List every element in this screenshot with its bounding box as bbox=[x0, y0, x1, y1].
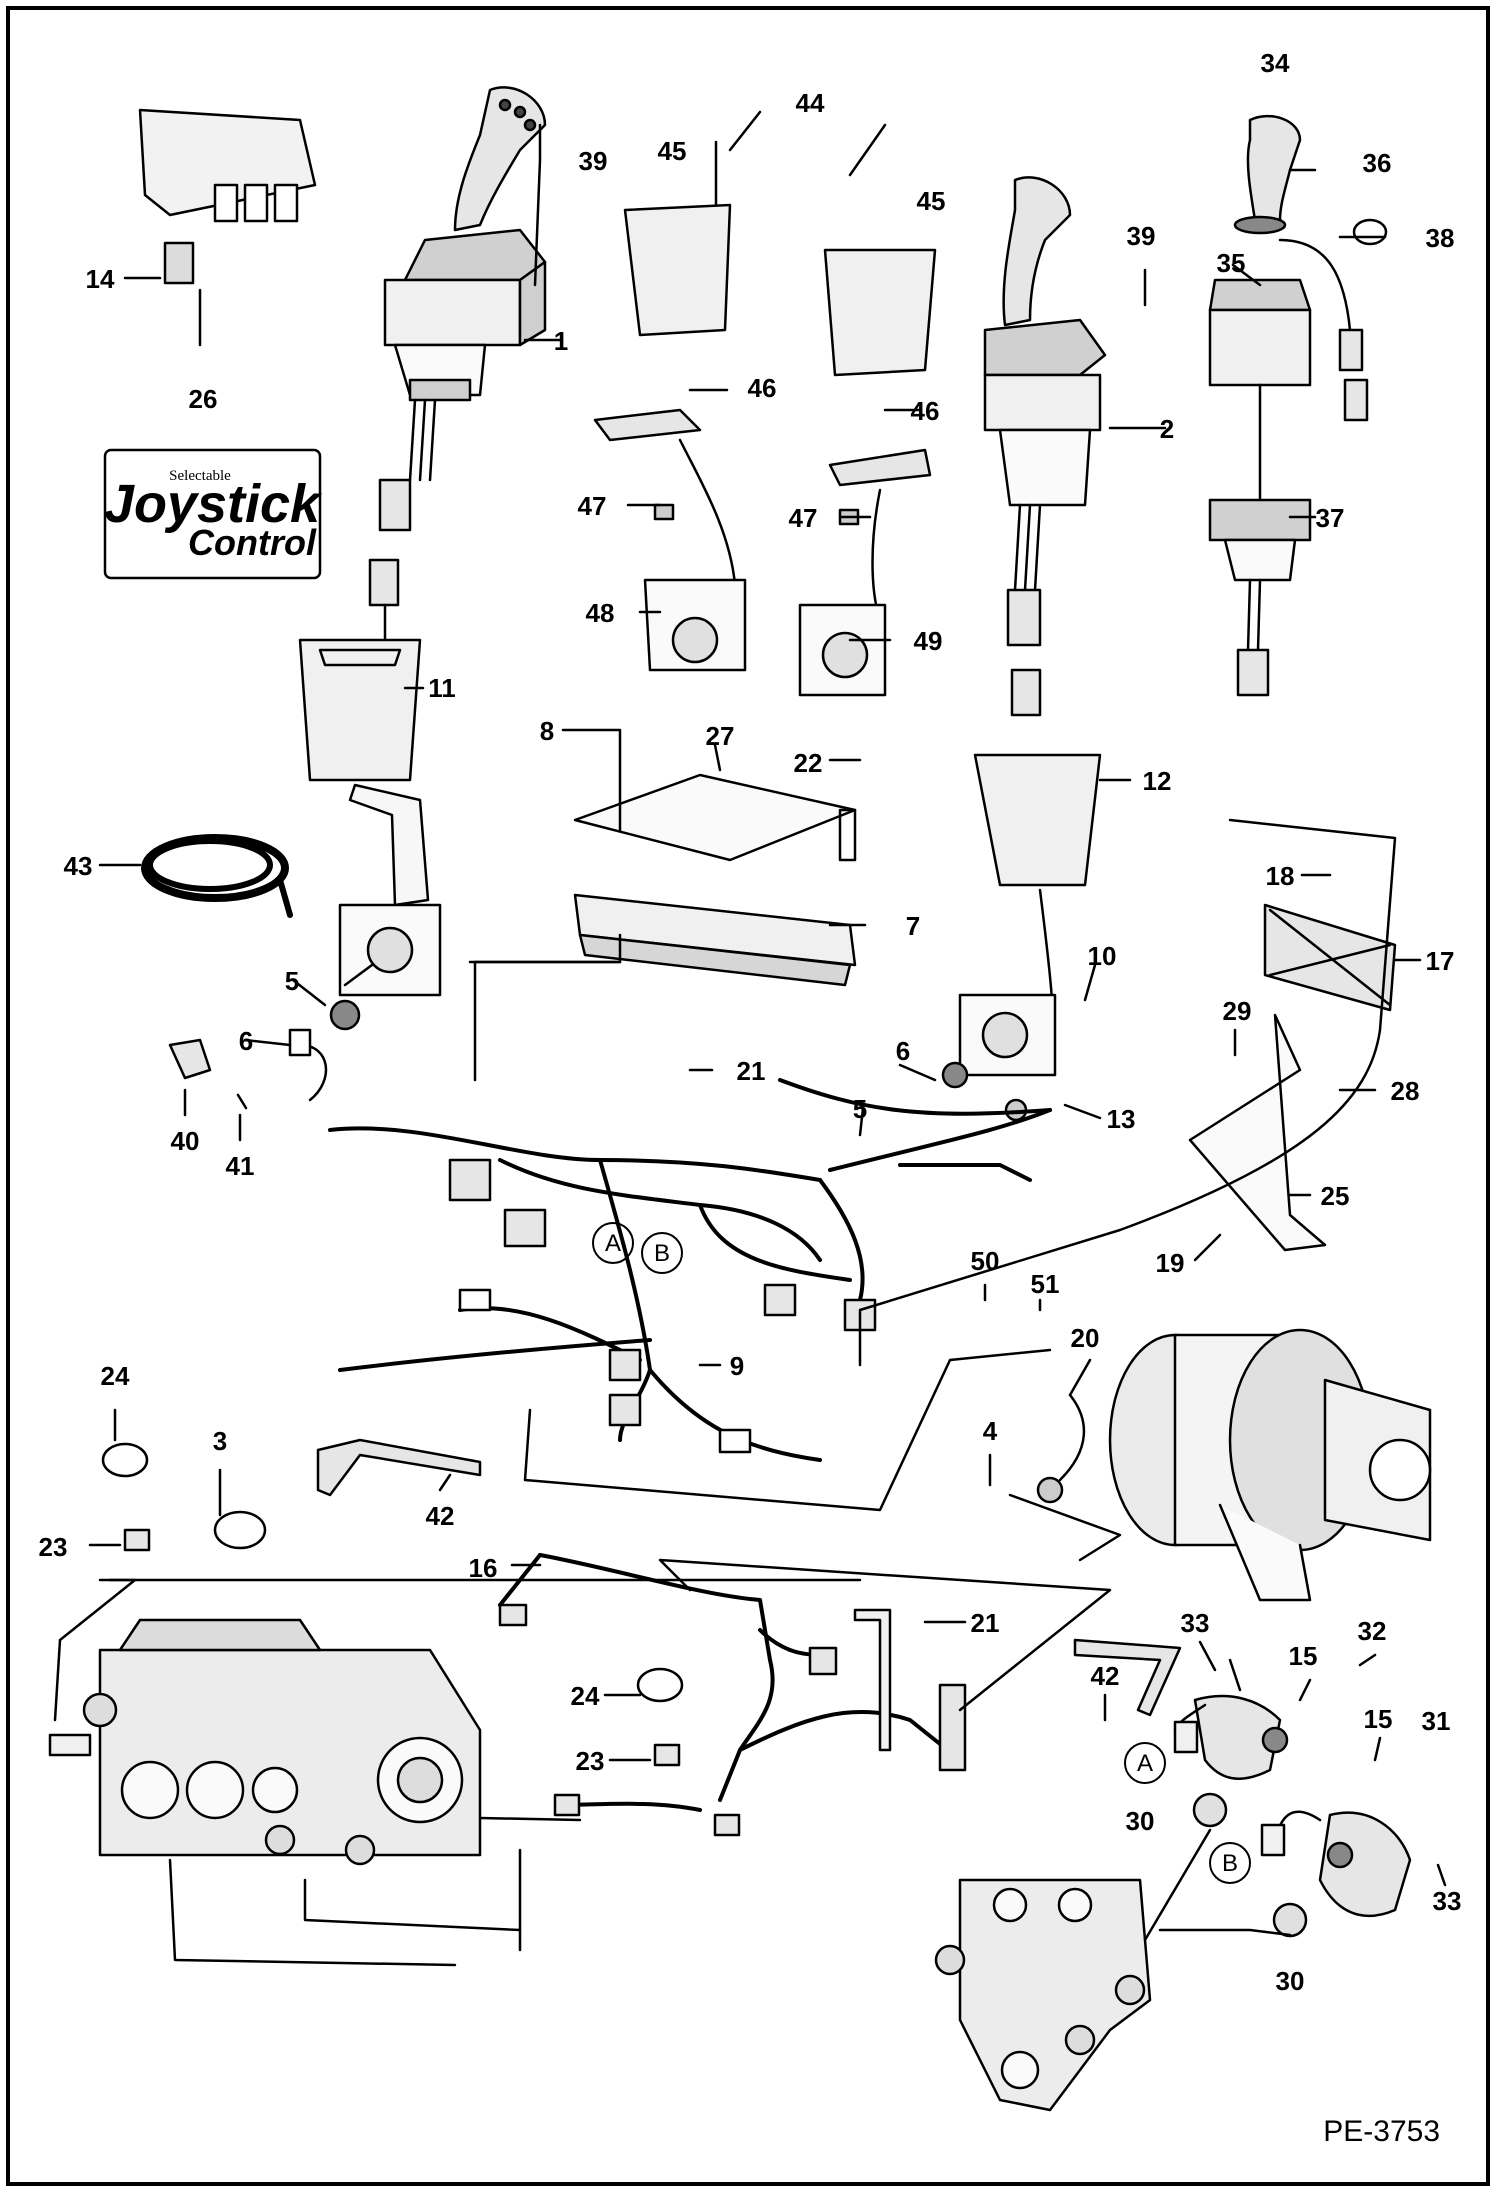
joystick-mount-12 bbox=[941, 753, 1102, 1122]
joystick-1-assembly bbox=[368, 86, 547, 642]
module-box-7 bbox=[573, 893, 857, 987]
solenoid-15a bbox=[1173, 1658, 1289, 1780]
console-bracket-48 bbox=[593, 203, 747, 672]
callout-label: 6 bbox=[896, 1036, 910, 1066]
callout-label: 46 bbox=[911, 396, 940, 426]
callout-label: 41 bbox=[226, 1151, 255, 1181]
callout-label: 4 bbox=[983, 1416, 998, 1446]
hydrostatic-pump bbox=[48, 1618, 482, 1866]
callout-label: 44 bbox=[796, 88, 825, 118]
callout-label: 28 bbox=[1391, 1076, 1420, 1106]
circle-label-a: A bbox=[1137, 1750, 1153, 1777]
circle-label-b: B bbox=[1222, 1850, 1238, 1877]
gear-pump-valve bbox=[934, 1878, 1152, 2112]
callout-label: 27 bbox=[706, 721, 735, 751]
callout-label: 47 bbox=[578, 491, 607, 521]
callout-label: 24 bbox=[101, 1361, 130, 1391]
wire-harness-9 bbox=[328, 1078, 1052, 1462]
callout-label: 34 bbox=[1261, 48, 1290, 78]
callout-label: 7 bbox=[906, 911, 920, 941]
console-bracket-49 bbox=[798, 248, 937, 697]
callout-label: 13 bbox=[1107, 1104, 1136, 1134]
callout-label: 45 bbox=[658, 136, 687, 166]
decal-joystick-text: Joystick bbox=[104, 474, 323, 534]
callout-label: 20 bbox=[1071, 1323, 1100, 1353]
callout-label: 42 bbox=[426, 1501, 455, 1531]
callout-label: 23 bbox=[576, 1746, 605, 1776]
callout-label: 22 bbox=[794, 748, 823, 778]
callout-label: 3 bbox=[213, 1426, 227, 1456]
callout-label: 36 bbox=[1363, 148, 1392, 178]
callout-label: 43 bbox=[64, 851, 93, 881]
callout-label: 38 bbox=[1426, 223, 1455, 253]
page-code: PE-3753 bbox=[1323, 2115, 1440, 2148]
callout-label: 51 bbox=[1031, 1269, 1060, 1299]
decal-control-text: Control bbox=[188, 522, 317, 563]
callout-label: 40 bbox=[171, 1126, 200, 1156]
callout-label: 15 bbox=[1364, 1704, 1393, 1734]
callout-label: 10 bbox=[1088, 941, 1117, 971]
callout-label: 6 bbox=[239, 1026, 253, 1056]
callout-label: 46 bbox=[748, 373, 777, 403]
joystick-2-assembly bbox=[983, 176, 1107, 717]
bracket-17 bbox=[1188, 903, 1397, 1252]
callout-label: 47 bbox=[789, 503, 818, 533]
callout-label: 9 bbox=[730, 1351, 744, 1381]
solenoid-15b bbox=[1260, 1810, 1412, 1918]
callout-label: 49 bbox=[914, 626, 943, 656]
callout-label: 32 bbox=[1358, 1616, 1387, 1646]
circle-label-b: B bbox=[654, 1240, 670, 1267]
callout-label: 5 bbox=[853, 1094, 867, 1124]
callout-label: 37 bbox=[1316, 503, 1345, 533]
callout-label: 29 bbox=[1223, 996, 1252, 1026]
callout-label: 39 bbox=[1127, 221, 1156, 251]
callout-label: 48 bbox=[586, 598, 615, 628]
callout-label: 35 bbox=[1217, 248, 1246, 278]
callout-label: 30 bbox=[1126, 1806, 1155, 1836]
callout-label: 12 bbox=[1143, 766, 1172, 796]
callout-label: 15 bbox=[1289, 1641, 1318, 1671]
callout-label: 1 bbox=[554, 326, 568, 356]
callout-label: 33 bbox=[1433, 1886, 1462, 1916]
callout-label: 50 bbox=[971, 1246, 1000, 1276]
panel-27 bbox=[573, 773, 857, 862]
callout-label: 33 bbox=[1181, 1608, 1210, 1638]
circle-label-a: A bbox=[605, 1230, 621, 1257]
callout-label: 26 bbox=[189, 384, 218, 414]
callout-label: 25 bbox=[1321, 1181, 1350, 1211]
callout-label: 19 bbox=[1156, 1248, 1185, 1278]
callout-label: 45 bbox=[917, 186, 946, 216]
drive-motor bbox=[1036, 1328, 1432, 1602]
callout-label: 30 bbox=[1276, 1966, 1305, 1996]
callout-label: 5 bbox=[285, 966, 299, 996]
callout-label: 18 bbox=[1266, 861, 1295, 891]
callout-label: 17 bbox=[1426, 946, 1455, 976]
decal-26-selectable-joystick-control: Selectable Joystick Control bbox=[103, 448, 323, 580]
callout-label: 2 bbox=[1160, 414, 1174, 444]
callout-label: 21 bbox=[971, 1608, 1000, 1638]
callout-label: 21 bbox=[737, 1056, 766, 1086]
callout-label: 14 bbox=[86, 264, 115, 294]
page-border bbox=[6, 6, 1490, 2186]
callout-label: 16 bbox=[469, 1553, 498, 1583]
callout-label: 23 bbox=[39, 1532, 68, 1562]
callout-label: 31 bbox=[1422, 1706, 1451, 1736]
cable-43-coil bbox=[141, 834, 293, 918]
callout-label: 42 bbox=[1091, 1661, 1120, 1691]
callout-label: 24 bbox=[571, 1681, 600, 1711]
decal-selectable-text: Selectable bbox=[169, 468, 231, 484]
joystick-34-assembly bbox=[1208, 114, 1388, 697]
callout-label: 11 bbox=[428, 673, 456, 703]
decal-card-shape-14 bbox=[138, 108, 317, 285]
joystick-mount-11 bbox=[298, 638, 442, 997]
callout-label: 8 bbox=[540, 716, 554, 746]
callout-label: 39 bbox=[579, 146, 608, 176]
